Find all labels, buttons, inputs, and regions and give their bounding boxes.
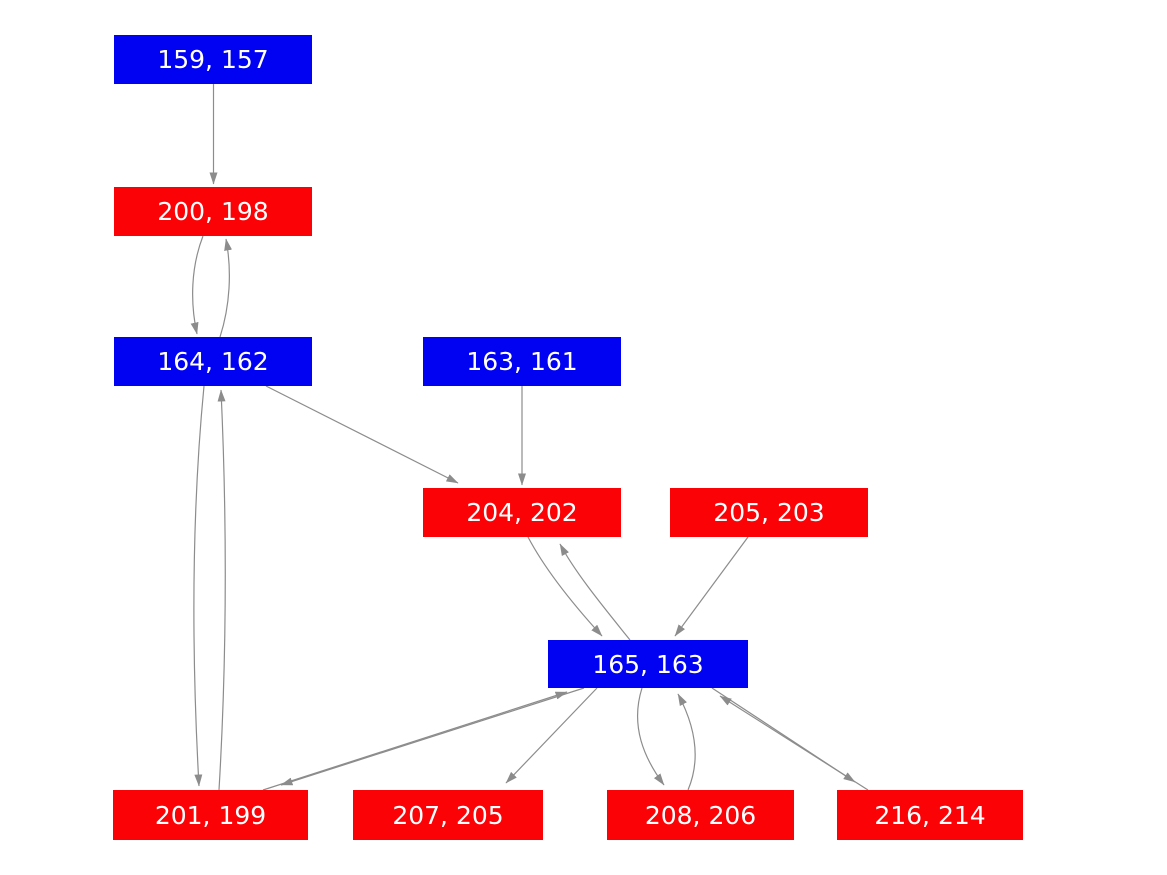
graph-edge bbox=[527, 536, 603, 637]
graph-edge bbox=[219, 238, 233, 338]
edge-group bbox=[190, 84, 869, 791]
graph-edge bbox=[559, 543, 631, 641]
graph-edge bbox=[193, 385, 205, 787]
graph-edge bbox=[505, 687, 598, 784]
node-label: 216, 214 bbox=[874, 800, 986, 830]
graph-node-165-163: 165, 163 bbox=[548, 640, 748, 688]
node-label: 205, 203 bbox=[713, 498, 825, 527]
graph-node-205-203: 205, 203 bbox=[670, 488, 868, 537]
graph-edge bbox=[719, 695, 869, 791]
node-label: 204, 202 bbox=[466, 498, 578, 527]
graph-node-208-206: 208, 206 bbox=[607, 790, 794, 840]
graph-node-204-202: 204, 202 bbox=[423, 488, 621, 537]
graph-node-207-205: 207, 205 bbox=[353, 790, 543, 840]
node-label: 165, 163 bbox=[592, 649, 704, 679]
graph-edge bbox=[674, 536, 749, 637]
graph-node-200-198: 200, 198 bbox=[114, 187, 312, 236]
graph-edge bbox=[636, 687, 665, 786]
node-label: 159, 157 bbox=[157, 45, 269, 74]
node-label: 200, 198 bbox=[157, 197, 269, 226]
graph-edge bbox=[280, 687, 585, 786]
graph-node-163-161: 163, 161 bbox=[423, 337, 621, 386]
node-label: 164, 162 bbox=[157, 347, 269, 376]
graph-node-216-214: 216, 214 bbox=[837, 790, 1023, 840]
graph-node-201-199: 201, 199 bbox=[113, 790, 308, 840]
graph-edge bbox=[217, 389, 226, 791]
graph-edge bbox=[262, 691, 568, 791]
node-label: 207, 205 bbox=[392, 800, 504, 830]
node-label: 163, 161 bbox=[466, 347, 578, 376]
node-label: 208, 206 bbox=[644, 800, 757, 830]
node-label: 201, 199 bbox=[154, 800, 267, 830]
graph-edge bbox=[265, 385, 459, 484]
graph-node-159-157: 159, 157 bbox=[114, 35, 312, 84]
graph-edge bbox=[190, 235, 204, 335]
graph-node-164-162: 164, 162 bbox=[114, 337, 312, 386]
graph-edge bbox=[677, 693, 696, 791]
